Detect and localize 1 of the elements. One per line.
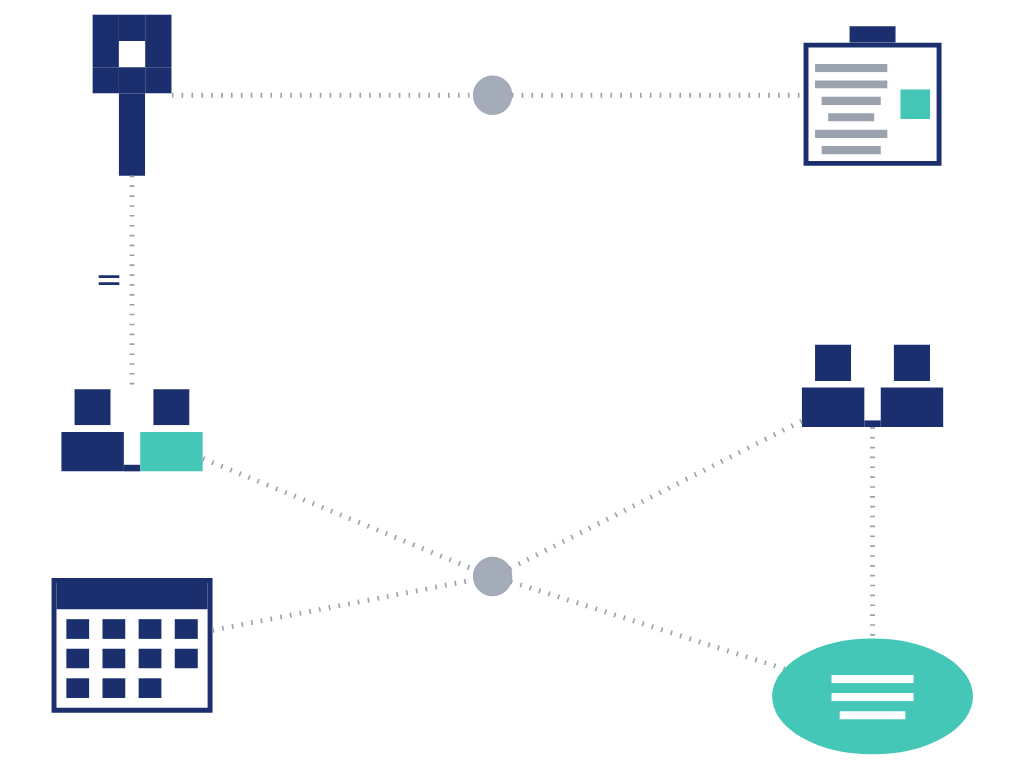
edge-label: =	[95, 260, 123, 299]
